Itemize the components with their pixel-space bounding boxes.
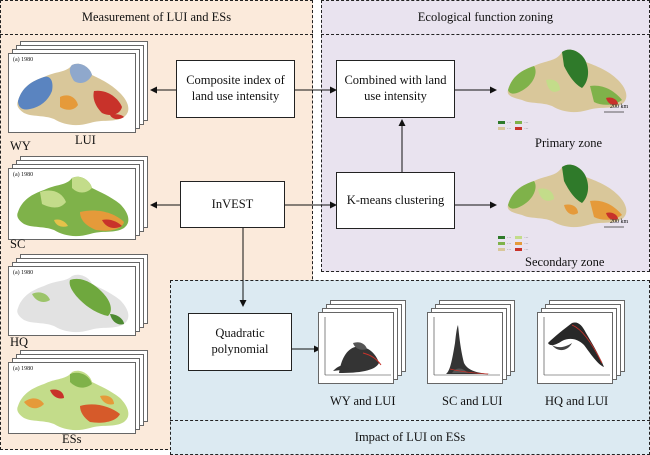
sc-year-tag: (a) 1980 xyxy=(13,172,34,178)
wy-lui-scatter xyxy=(324,317,391,376)
hq-lui-scatter xyxy=(543,317,610,376)
ess-map-stack: (a) 1980 xyxy=(8,350,148,434)
hq-map xyxy=(17,274,129,333)
composite-index-box: Composite index of land use intensity xyxy=(176,60,295,118)
hq-label: HQ xyxy=(10,335,29,349)
impact-panel-divider xyxy=(170,420,650,421)
kmeans-clustering-box: K-means clustering xyxy=(336,172,455,229)
sc-lui-label: SC and LUI xyxy=(442,394,503,408)
primary-zone-map: 200 km ··· ··· ··· ··· xyxy=(498,40,638,135)
combined-lui-box: Combined with land use intensity xyxy=(336,60,455,118)
primary-scale-label: 200 km xyxy=(610,104,629,110)
wy-lui-label: WY and LUI xyxy=(330,394,396,408)
secondary-zone-label: Secondary zone xyxy=(525,255,605,269)
lui-map xyxy=(17,63,129,126)
wy-lui-plot-stack xyxy=(316,300,408,388)
sc-lui-plot-stack xyxy=(425,300,517,388)
primary-zone-legend: ··· ··· ··· ··· xyxy=(498,120,529,131)
lui-year-tag: (a) 1980 xyxy=(13,57,34,63)
primary-zone-label: Primary zone xyxy=(535,136,602,150)
secondary-zone-legend: ··· ··· ··· ··· ··· ··· xyxy=(498,235,529,252)
wy-label: WY xyxy=(10,139,31,153)
secondary-scale-label: 200 km xyxy=(610,219,629,225)
hq-map-stack: (a) 1980 xyxy=(8,254,148,336)
secondary-zone-map-shape xyxy=(507,164,627,228)
sc-map-stack: (a) 1980 xyxy=(8,156,148,240)
sc-label: SC xyxy=(10,237,26,251)
secondary-zone-map: 200 km ··· ··· ··· ··· ··· ··· xyxy=(498,155,638,255)
ess-label: ESs xyxy=(62,432,82,446)
quadratic-polynomial-box: Quadratic polynomial xyxy=(188,313,292,371)
hq-year-tag: (a) 1980 xyxy=(13,270,34,276)
zoning-panel-title: Ecological function zoning xyxy=(321,0,650,35)
ess-year-tag: (a) 1980 xyxy=(13,366,34,372)
lui-ess-panel-title: Measurement of LUI and ESs xyxy=(0,0,313,35)
lui-label: LUI xyxy=(75,133,96,147)
primary-zone-map-shape xyxy=(507,49,627,113)
sc-lui-scatter xyxy=(433,317,500,376)
hq-lui-plot-stack xyxy=(535,300,627,388)
hq-lui-label: HQ and LUI xyxy=(545,394,609,408)
impact-panel-title: Impact of LUI on ESs xyxy=(354,429,466,444)
invest-model-box: InVEST xyxy=(180,181,285,228)
lui-map-stack: (a) 1980 xyxy=(8,41,148,137)
sc-map xyxy=(17,176,129,237)
ess-map xyxy=(17,370,129,431)
